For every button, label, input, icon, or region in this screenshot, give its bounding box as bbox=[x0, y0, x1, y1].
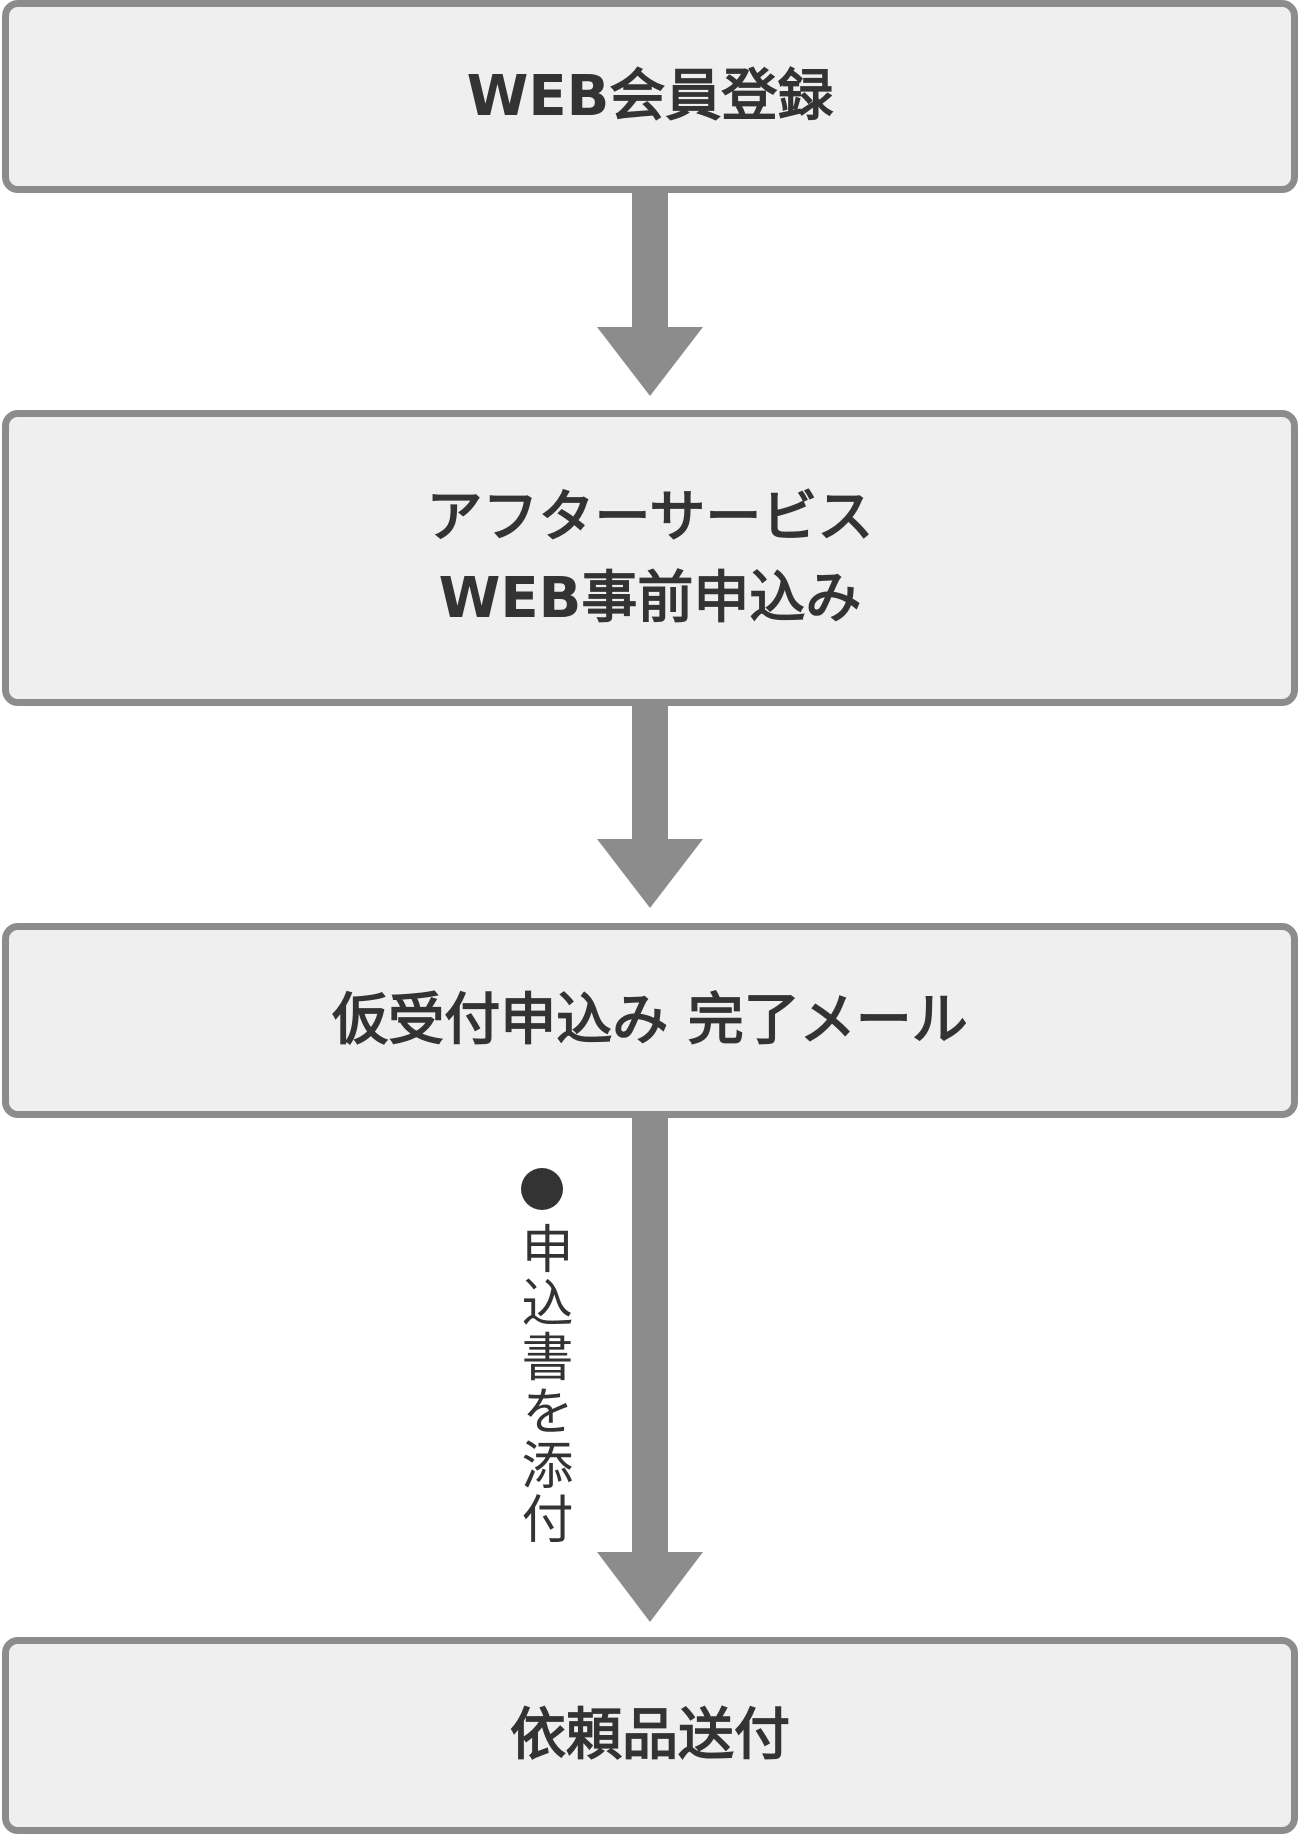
arrow-down-icon bbox=[597, 193, 703, 396]
attach-application-note: 申込書を添付 bbox=[512, 1222, 572, 1546]
bullet-icon bbox=[521, 1168, 563, 1210]
step-after-service-application: アフターサービス WEB事前申込み bbox=[2, 410, 1298, 706]
step-label: 仮受付申込み 完了メール bbox=[332, 987, 968, 1053]
step-provisional-acceptance-mail: 仮受付申込み 完了メール bbox=[2, 923, 1298, 1118]
arrow-note: 申込書を添付 bbox=[510, 1168, 574, 1546]
step-label: アフターサービス bbox=[426, 484, 874, 550]
step-label: WEB会員登録 bbox=[466, 63, 834, 129]
step-send-item: 依頼品送付 bbox=[2, 1637, 1298, 1834]
arrow-down-icon bbox=[597, 1118, 703, 1622]
step-label: 依頼品送付 bbox=[510, 1702, 790, 1768]
arrow-down-icon bbox=[597, 706, 703, 908]
step-label: WEB事前申込み bbox=[438, 566, 862, 631]
step-web-member-registration: WEB会員登録 bbox=[2, 0, 1298, 193]
